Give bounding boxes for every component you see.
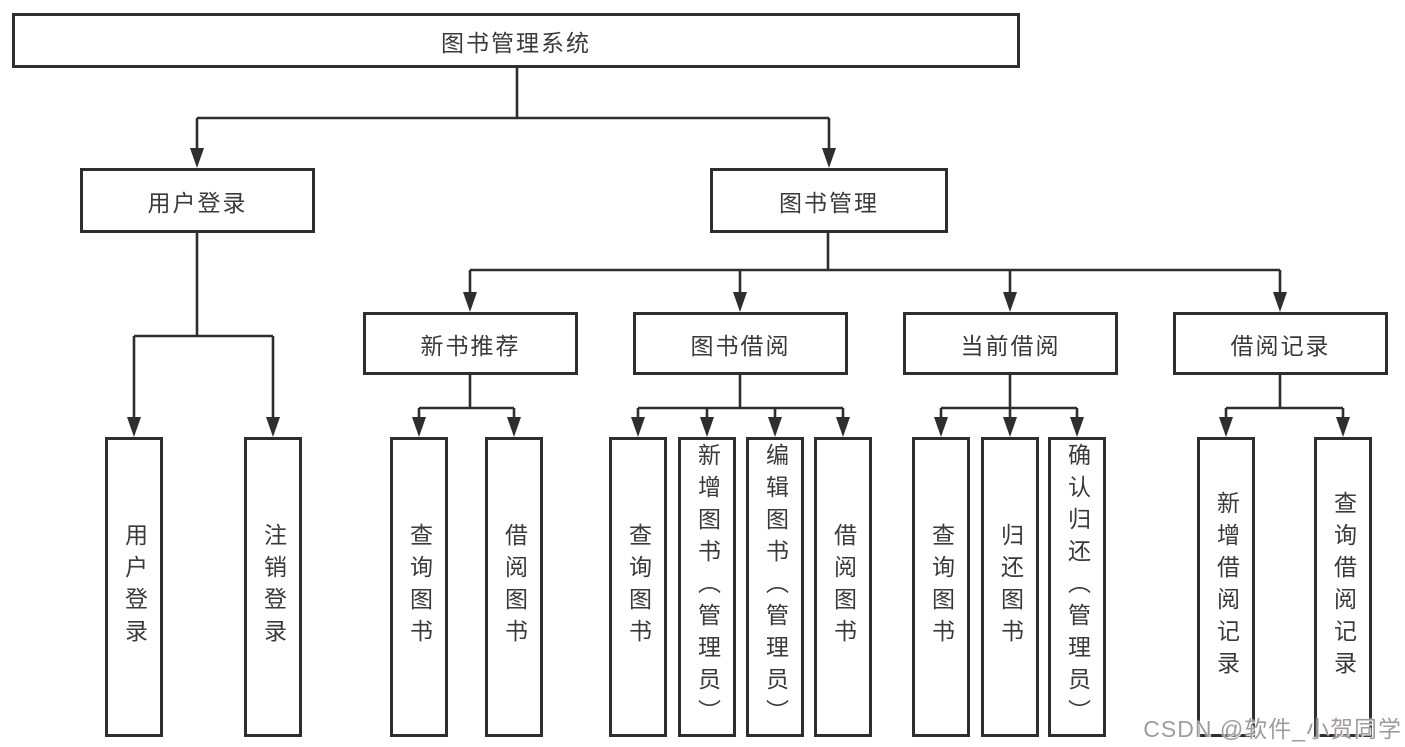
leaf-label: 新增图书（管理员） xyxy=(694,443,721,731)
arrow-icon xyxy=(1003,417,1017,437)
leaf-borrow-books-borrow: 借阅图书 xyxy=(814,437,872,737)
arrow-icon xyxy=(127,417,141,437)
leaf-label: 新增借阅记录 xyxy=(1213,491,1240,683)
leaf-label: 查询图书 xyxy=(625,523,652,651)
leaf-label: 归还图书 xyxy=(997,523,1024,651)
node-book-management: 图书管理 xyxy=(710,168,948,233)
leaf-label: 查询借阅记录 xyxy=(1330,491,1357,683)
leaf-logout-login: 注销登录 xyxy=(244,437,302,737)
arrow-icon xyxy=(700,417,714,437)
node-label: 新书推荐 xyxy=(420,332,521,359)
watermark: CSDN @软件_小贺同学 xyxy=(1143,716,1402,742)
leaf-label: 用户登录 xyxy=(121,523,148,651)
leaf-confirm-return-admin: 确认归还（管理员） xyxy=(1048,437,1106,737)
leaf-user-login: 用户登录 xyxy=(105,437,163,737)
arrow-icon xyxy=(934,417,948,437)
connector-recommend-to-leaves xyxy=(417,375,516,419)
node-book-borrowing: 图书借阅 xyxy=(633,312,848,375)
leaf-query-books-recommend: 查询图书 xyxy=(390,437,448,737)
arrow-icon xyxy=(1070,417,1084,437)
node-library-management-system: 图书管理系统 xyxy=(12,13,1020,68)
arrow-icon xyxy=(507,417,521,437)
leaf-query-books-current: 查询图书 xyxy=(912,437,970,737)
arrow-icon xyxy=(1273,292,1287,312)
node-label: 图书借阅 xyxy=(690,332,791,359)
leaf-query-books-borrow: 查询图书 xyxy=(609,437,667,737)
leaf-label: 查询图书 xyxy=(406,523,433,651)
node-user-login: 用户登录 xyxy=(80,168,315,233)
arrow-icon xyxy=(266,417,280,437)
leaf-label: 查询图书 xyxy=(928,523,955,651)
arrow-icon xyxy=(768,417,782,437)
arrow-icon xyxy=(412,417,426,437)
leaf-add-borrow-record: 新增借阅记录 xyxy=(1197,437,1255,737)
connector-mgmt-to-level3 xyxy=(468,233,1282,294)
leaf-label: 借阅图书 xyxy=(830,523,857,651)
leaf-label: 编辑图书（管理员） xyxy=(762,443,789,731)
arrow-icon xyxy=(190,148,204,168)
node-label: 当前借阅 xyxy=(960,332,1061,359)
connector-root-to-level2 xyxy=(195,68,831,150)
connector-current-to-leaves xyxy=(939,375,1079,419)
leaf-query-borrow-record: 查询借阅记录 xyxy=(1314,437,1372,737)
arrow-icon xyxy=(1003,292,1017,312)
node-label: 借阅记录 xyxy=(1230,332,1331,359)
node-borrowing-records: 借阅记录 xyxy=(1173,312,1388,375)
leaf-label: 借阅图书 xyxy=(501,523,528,651)
connector-records-to-leaves xyxy=(1224,375,1345,419)
connector-login-to-leaves xyxy=(132,233,275,419)
leaf-add-book-admin: 新增图书（管理员） xyxy=(678,437,736,737)
connector-borrow-to-leaves xyxy=(636,375,845,419)
arrow-icon xyxy=(1336,417,1350,437)
leaf-edit-book-admin: 编辑图书（管理员） xyxy=(746,437,804,737)
arrow-icon xyxy=(631,417,645,437)
node-label: 用户登录 xyxy=(147,189,248,216)
node-new-book-recommend: 新书推荐 xyxy=(363,312,578,375)
leaf-label: 注销登录 xyxy=(260,523,287,651)
leaf-label: 确认归还（管理员） xyxy=(1064,443,1091,731)
leaf-borrow-books-recommend: 借阅图书 xyxy=(485,437,543,737)
node-label: 图书管理 xyxy=(779,189,879,216)
arrow-icon xyxy=(836,417,850,437)
arrow-icon xyxy=(733,292,747,312)
node-label: 图书管理系统 xyxy=(441,29,591,56)
node-current-borrowing: 当前借阅 xyxy=(903,312,1118,375)
arrow-icon xyxy=(463,292,477,312)
arrow-icon xyxy=(822,148,836,168)
leaf-return-books: 归还图书 xyxy=(981,437,1039,737)
arrow-icon xyxy=(1219,417,1233,437)
